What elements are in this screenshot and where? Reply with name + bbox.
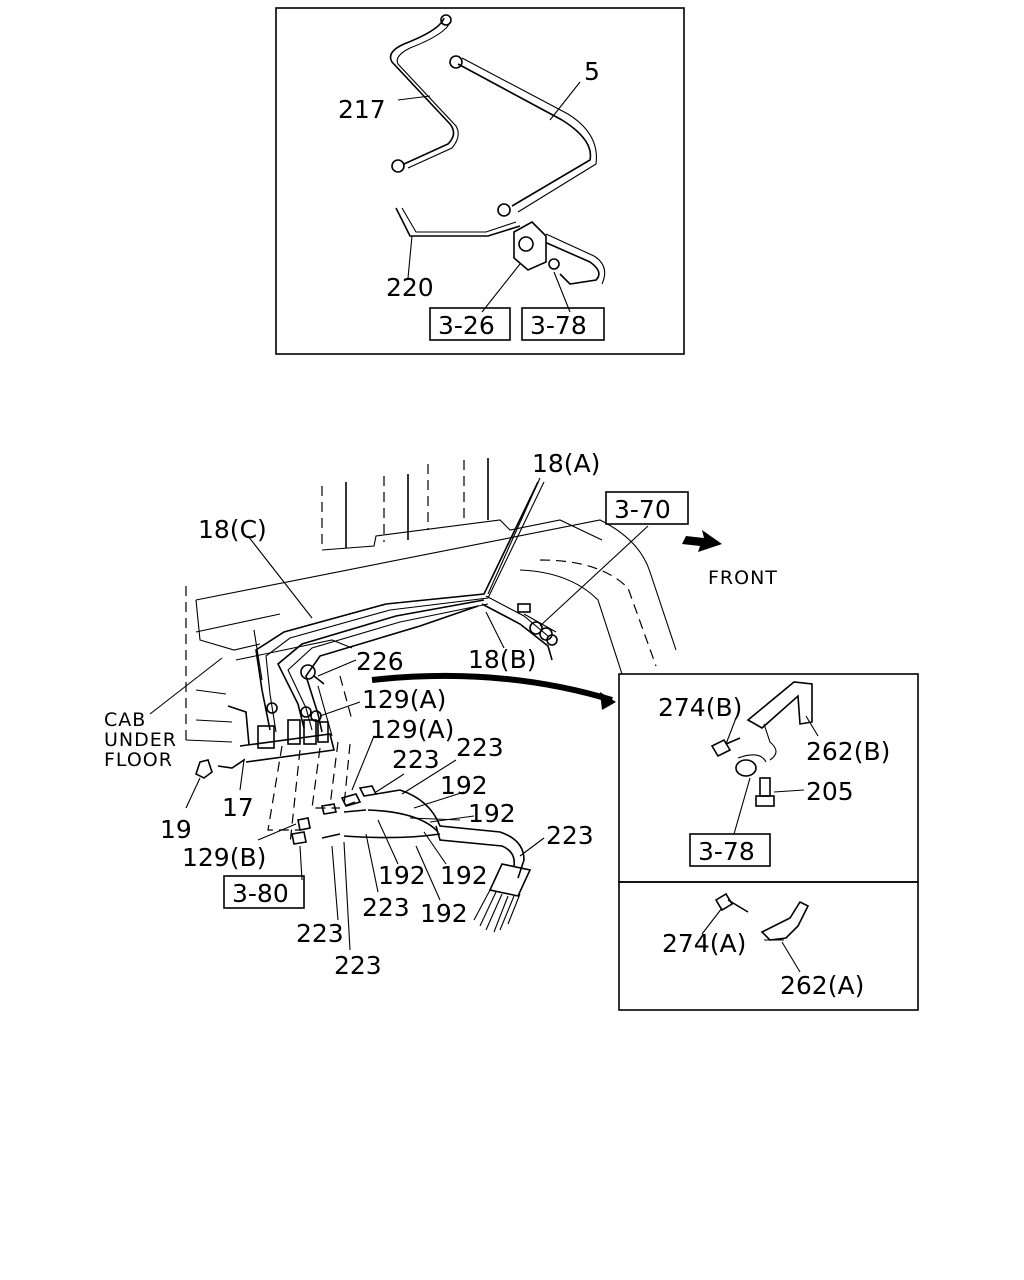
bolt-205	[755, 777, 775, 807]
label-192-2: 192	[468, 799, 516, 828]
ref-3-78-top: 3-78	[530, 311, 587, 340]
inset-a: 274(A) 262(A)	[618, 881, 919, 1011]
pipe-220	[395, 207, 606, 285]
label-262b: 262(B)	[806, 737, 890, 766]
ref-3-70: 3-70	[614, 495, 671, 524]
label-18b: 18(B)	[468, 645, 536, 674]
bracket-262a	[760, 900, 810, 941]
ref-box-3-78-b	[689, 833, 771, 867]
label-223-5: 223	[296, 919, 344, 948]
front-arrow	[682, 530, 722, 552]
label-129a-2: 129(A)	[370, 715, 454, 744]
label-192-5: 192	[420, 899, 468, 928]
inset-b: 274(B) 262(B) 205 3-78	[618, 673, 919, 883]
front-label: FRONT	[708, 567, 778, 589]
cab-label-line2: UNDER	[104, 729, 177, 751]
bolt-274b	[710, 737, 741, 758]
label-129a-1: 129(A)	[362, 685, 446, 714]
main-leaders	[149, 477, 649, 951]
label-192-3: 192	[378, 861, 426, 890]
label-192-1: 192	[440, 771, 488, 800]
cab-body-outline	[185, 458, 677, 743]
pipe-5	[449, 55, 597, 217]
label-223-4: 223	[362, 893, 410, 922]
ref-box-3-26	[429, 307, 511, 341]
cab-label-line3: FLOOR	[104, 749, 173, 771]
clip-3-78	[735, 754, 767, 777]
detail-arrow-head	[600, 692, 616, 710]
label-262a: 262(A)	[780, 971, 864, 1000]
ref-3-80: 3-80	[232, 879, 289, 908]
label-223-2: 223	[456, 733, 504, 762]
label-223-1: 223	[392, 745, 440, 774]
top-inset-frame	[275, 7, 685, 355]
inset-a-frame	[618, 881, 919, 1011]
ref-box-3-70	[605, 491, 689, 525]
junction-block	[195, 705, 335, 779]
ref-3-26: 3-26	[438, 311, 495, 340]
label-192-4: 192	[440, 861, 488, 890]
label-17: 17	[222, 793, 254, 822]
bolt-274a	[714, 892, 749, 913]
ref-box-3-78-top	[521, 307, 605, 341]
label-223-3: 223	[546, 821, 594, 850]
label-18a: 18(A)	[532, 449, 600, 478]
pipe-217	[389, 14, 459, 173]
label-226: 226	[356, 647, 404, 676]
label-220: 220	[386, 273, 434, 302]
label-19: 19	[160, 815, 192, 844]
label-205: 205	[806, 777, 854, 806]
fittings-and-hoses	[291, 785, 532, 933]
ref-3-78-b: 3-78	[698, 837, 755, 866]
bracket-262b	[746, 681, 813, 761]
label-274b: 274(B)	[658, 693, 742, 722]
label-217: 217	[338, 95, 386, 124]
label-129b: 129(B)	[182, 843, 266, 872]
ref-box-3-80	[223, 875, 305, 909]
cab-label-line1: CAB	[104, 709, 146, 731]
connection-dashes	[267, 741, 361, 845]
main-assembly: FRONT 18(A)	[104, 449, 778, 980]
label-274a: 274(A)	[662, 929, 746, 958]
label-18c: 18(C)	[198, 515, 267, 544]
label-223-6: 223	[334, 951, 382, 980]
detail-arrow	[371, 672, 613, 703]
clamp-block	[513, 221, 560, 271]
bolt-226	[300, 664, 325, 685]
label-5: 5	[584, 57, 600, 86]
pipe-bundle-18	[255, 481, 553, 733]
front-connector	[517, 603, 558, 646]
top-inset: 217 5 220 3-26 3-78	[275, 7, 685, 355]
